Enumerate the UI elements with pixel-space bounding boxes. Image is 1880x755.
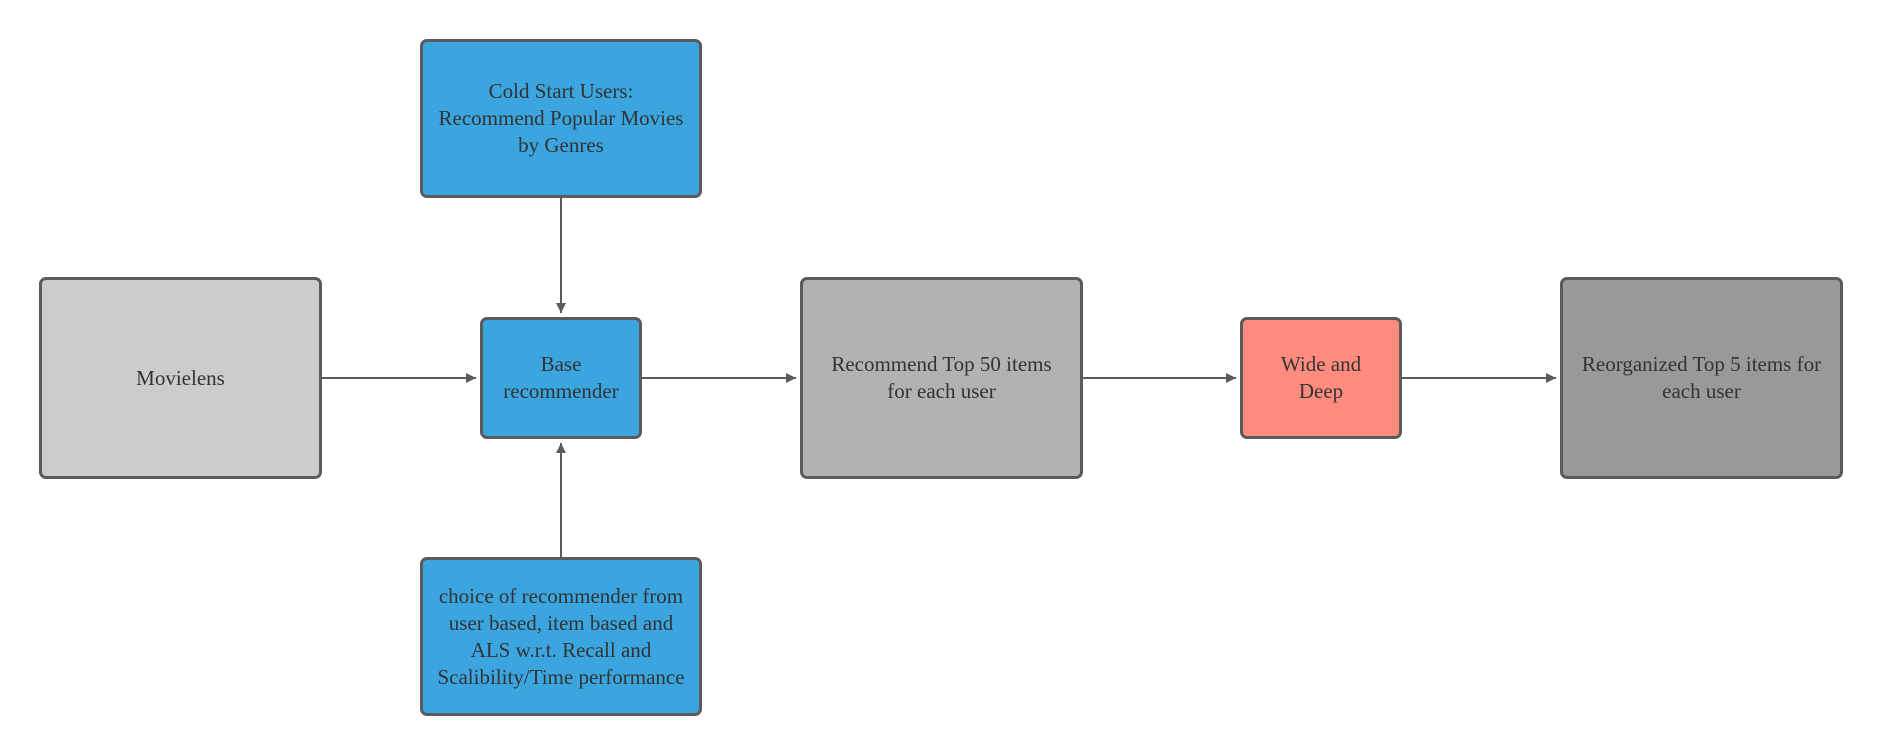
top-5-items-node: Reorganized Top 5 items for each user	[1560, 277, 1843, 479]
base-recommender-label: Base recommender	[503, 352, 619, 403]
top-50-items-node: Recommend Top 50 items for each user	[800, 277, 1083, 479]
wide-and-deep-label: Wide and Deep	[1280, 352, 1362, 403]
movielens-label: Movielens	[136, 365, 225, 390]
top-50-items-label: Recommend Top 50 items for each user	[831, 352, 1052, 403]
top-5-items-label: Reorganized Top 5 items for each user	[1581, 352, 1822, 403]
cold-start-users-label: Cold Start Users: Recommend Popular Movi…	[438, 79, 684, 157]
wide-and-deep-node: Wide and Deep	[1240, 317, 1402, 439]
recommender-choice-label: choice of recommender from user based, i…	[437, 583, 685, 689]
cold-start-users-node: Cold Start Users: Recommend Popular Movi…	[420, 39, 702, 198]
base-recommender-node: Base recommender	[480, 317, 642, 439]
recommender-choice-node: choice of recommender from user based, i…	[420, 557, 702, 716]
movielens-node: Movielens	[39, 277, 322, 479]
